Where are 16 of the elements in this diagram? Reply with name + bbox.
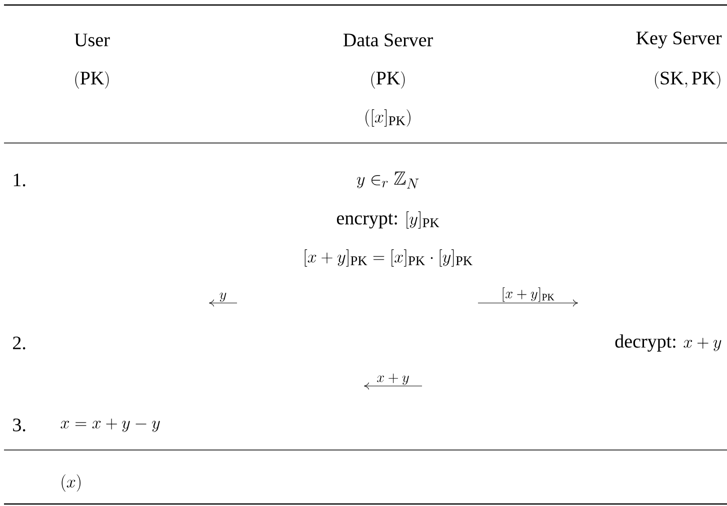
column-heading: Data Server (343, 34, 433, 46)
key-label: $(\mathrm{PK})$ (75, 71, 109, 89)
formula: $y \in_r \mathbb{Z}_N$ (356, 172, 419, 188)
formula: $\text{encrypt: } [y]_{\mathrm{PK}}$ (336, 211, 440, 229)
column-heading: Key Server (636, 32, 722, 48)
key-label: $(\mathrm{PK})$ (371, 71, 405, 89)
input-label: $([x]_{\mathrm{PK}})$ (366, 109, 410, 127)
formula: $x = x+y-y$ (60, 418, 160, 432)
column-heading: User (74, 34, 110, 46)
formula: $[x+y]_{\mathrm{PK}} = [x]_{\mathrm{PK}} \cdot [y]_{\mathrm{PK}}$ (304, 249, 472, 267)
step-number: 2. (13, 336, 26, 350)
formula: $\text{decrypt: } x+y$ (615, 334, 722, 352)
step-number: 3. (13, 418, 26, 432)
step-number: 1. (14, 174, 26, 186)
key-label: $(\mathrm{SK}, \mathrm{PK})$ (654, 71, 720, 89)
output-label: $(x)$ (62, 474, 80, 492)
